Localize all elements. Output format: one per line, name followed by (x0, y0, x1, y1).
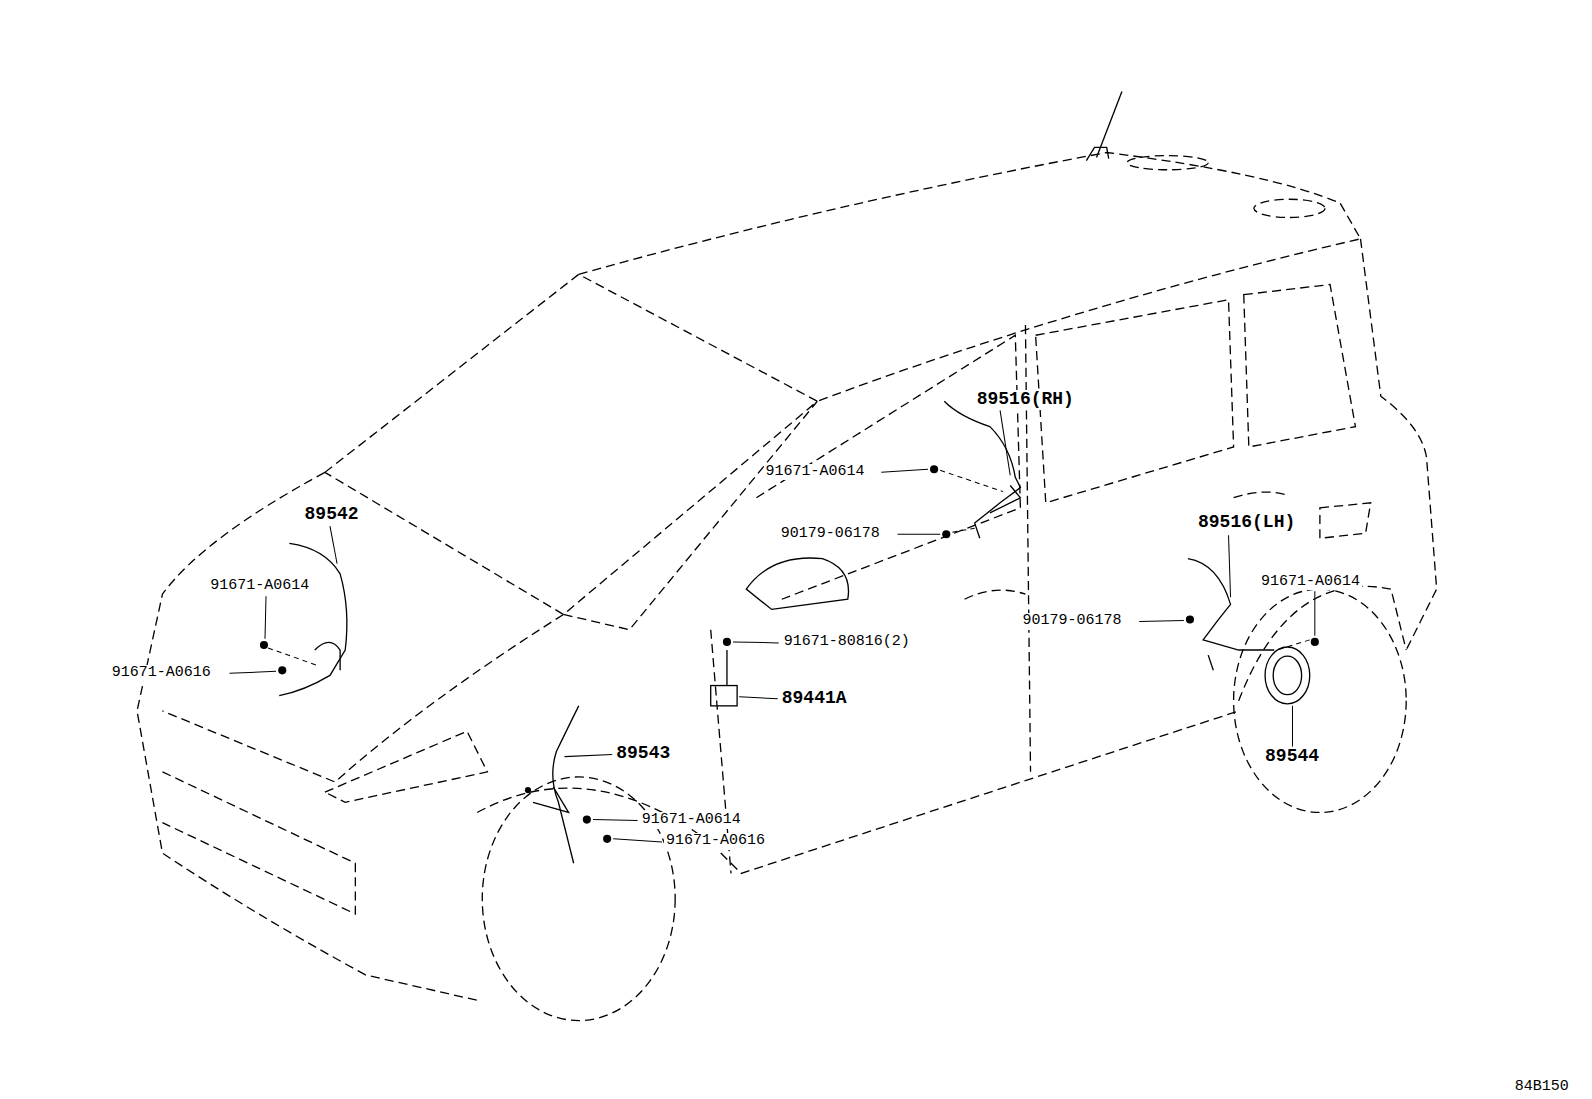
bolt-number: 91671-A0616 (664, 833, 767, 850)
part-number: 89544 (1263, 747, 1321, 767)
bolt-number: 91671-80816(2) (782, 634, 912, 651)
bolt-number: 91671-A0614 (208, 578, 311, 595)
part-number: 89542 (303, 505, 361, 525)
parts (279, 92, 1310, 864)
diagram-code: 84B150 (1513, 1079, 1571, 1096)
bolt-number: 91671-A0614 (764, 464, 867, 481)
part-number: 89516(LH) (1196, 513, 1297, 533)
clip-number: 90179-06178 (779, 526, 882, 543)
car-outline (137, 153, 1437, 1021)
clip-number: 90179-06178 (1020, 613, 1123, 630)
fasteners (260, 465, 1319, 843)
part-number: 89441A (780, 689, 849, 709)
bolt-number: 91671-A0614 (1259, 574, 1362, 591)
part-number: 89543 (614, 744, 672, 764)
bolt-number: 91671-A0614 (640, 812, 743, 829)
leader-lines (229, 410, 1314, 842)
part-number: 89516(RH) (975, 390, 1076, 410)
bolt-number: 91671-A0616 (110, 665, 213, 682)
